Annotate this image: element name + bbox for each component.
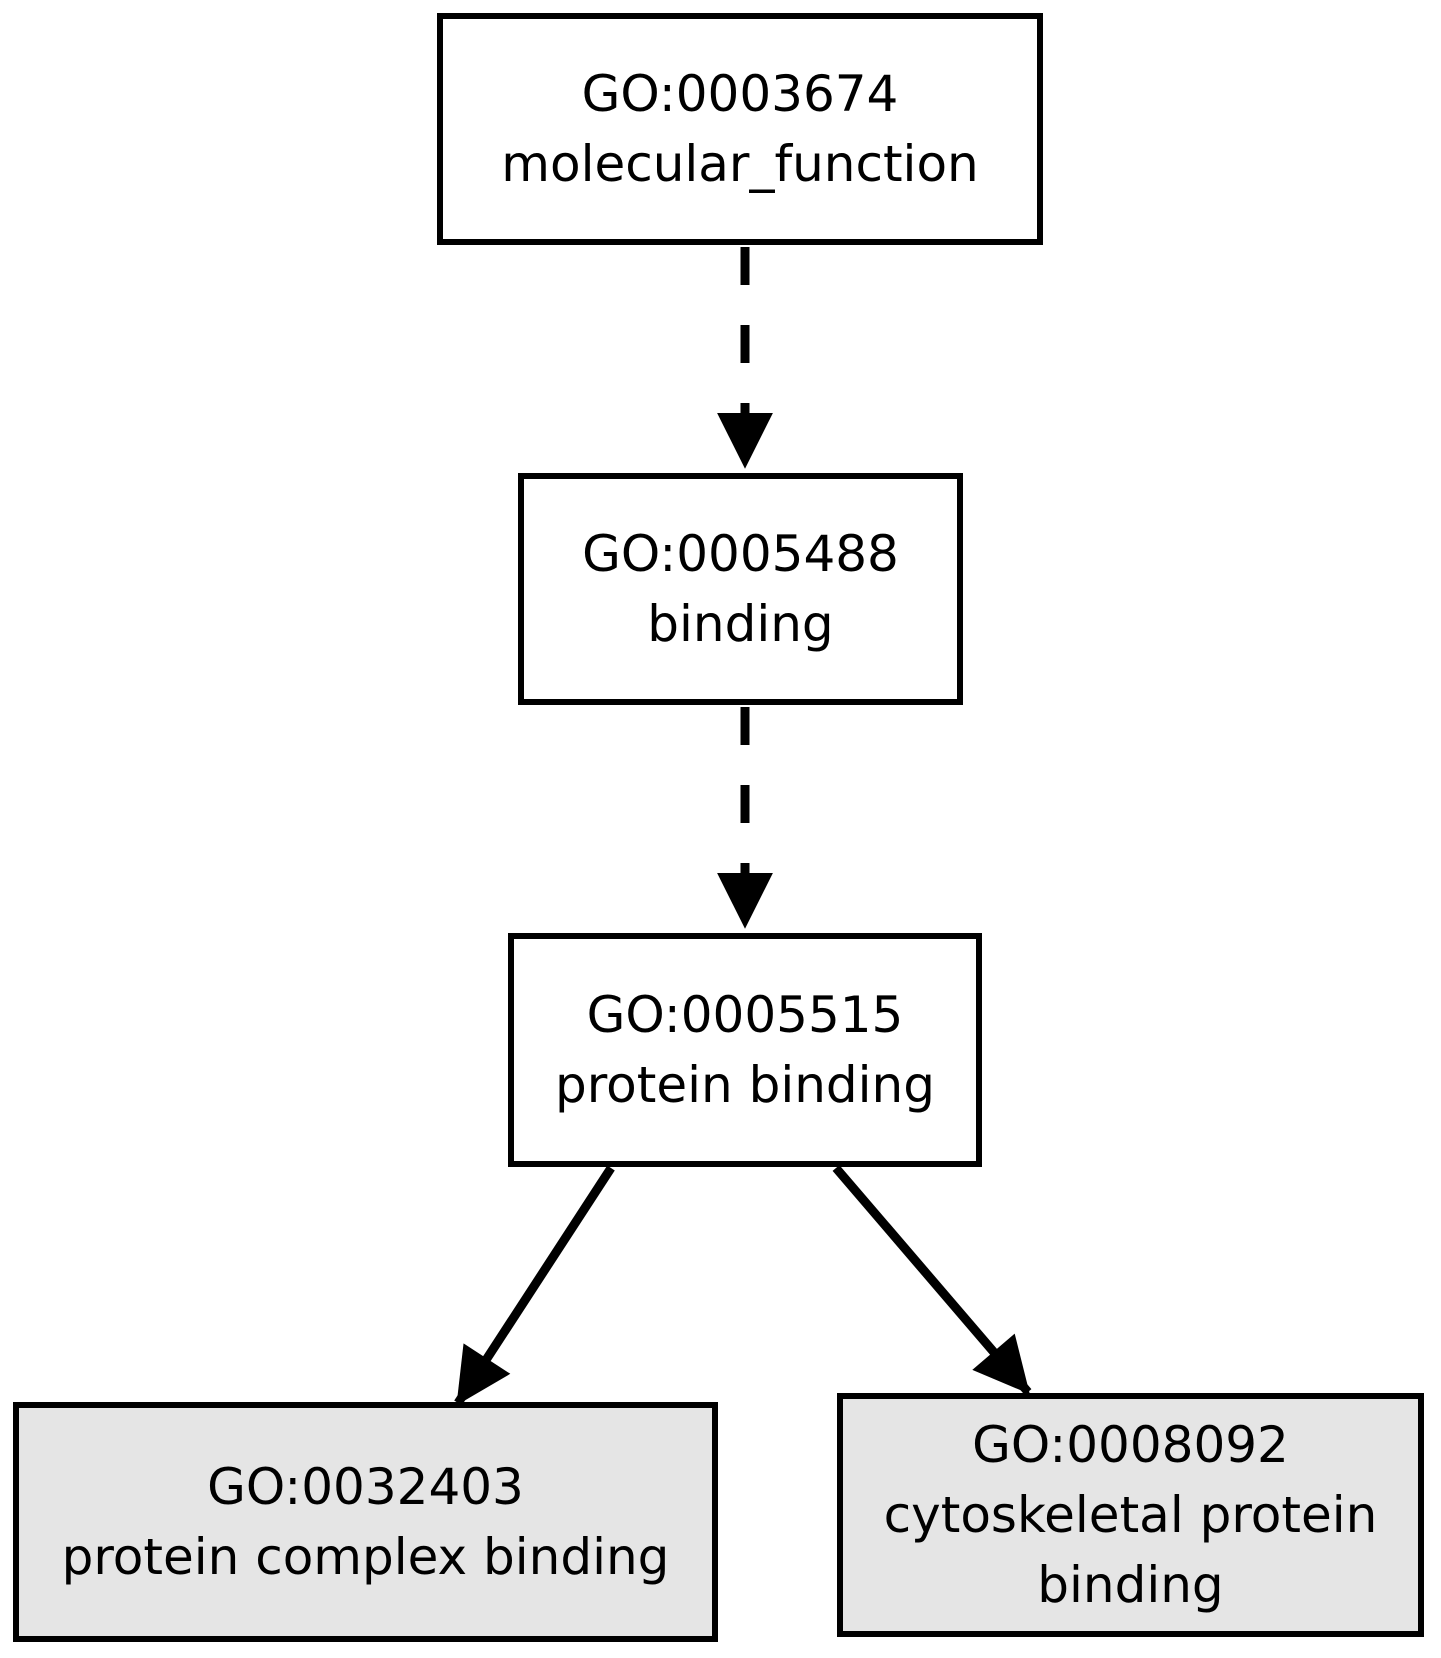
node-label: binding: [647, 595, 834, 653]
node-label: protein binding: [554, 1056, 935, 1114]
node-go-0005488-binding[interactable]: GO:0005488 binding: [518, 473, 963, 705]
node-label: protein complex binding: [61, 1528, 670, 1586]
node-label: molecular_function: [501, 135, 979, 193]
node-id: GO:0005488: [582, 525, 899, 583]
node-go-0005515-protein-binding[interactable]: GO:0005515 protein binding: [508, 933, 982, 1167]
node-go-0032403-protein-complex-binding[interactable]: GO:0032403 protein complex binding: [13, 1402, 718, 1642]
node-label: cytoskeletal protein binding: [883, 1486, 1378, 1614]
node-id: GO:0003674: [581, 65, 899, 123]
node-go-0003674-molecular-function[interactable]: GO:0003674 molecular_function: [437, 13, 1043, 245]
edge-protein-binding-to-cytoskeletal-protein-binding: [832, 1165, 1032, 1395]
edge-protein-binding-to-protein-complex-binding: [454, 1165, 615, 1406]
node-id: GO:0005515: [586, 986, 904, 1044]
node-id: GO:0008092: [972, 1416, 1289, 1474]
node-id: GO:0032403: [207, 1458, 524, 1516]
node-go-0008092-cytoskeletal-protein-binding[interactable]: GO:0008092 cytoskeletal protein binding: [837, 1393, 1424, 1637]
